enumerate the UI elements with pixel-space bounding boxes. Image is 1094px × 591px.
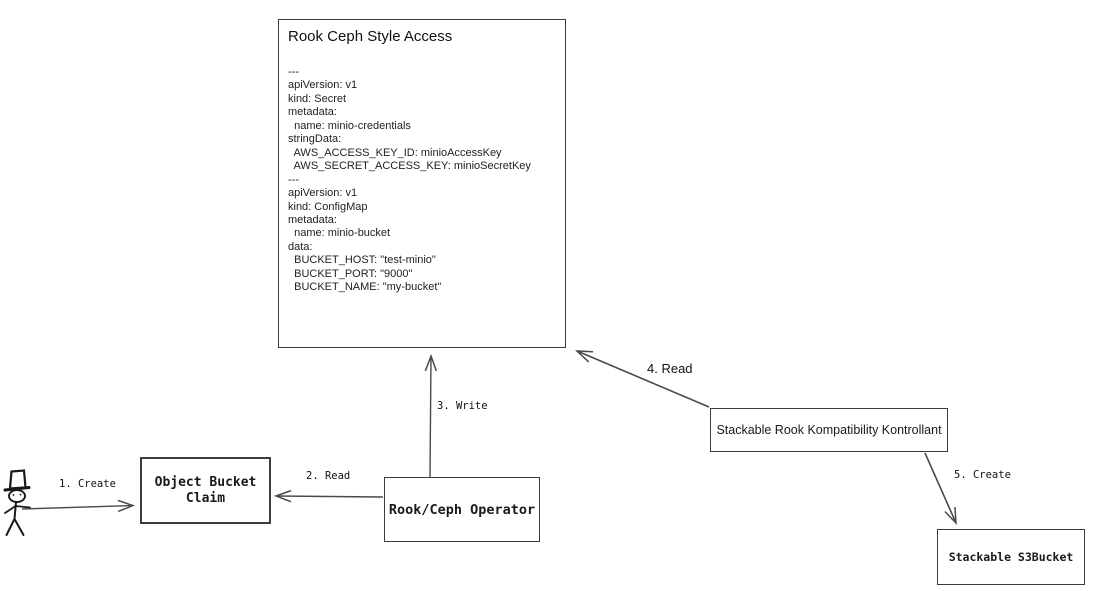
node-rook-ceph-style-access: Rook Ceph Style Access --- apiVersion: v… (278, 19, 566, 348)
edge-2-read-arrow (276, 496, 384, 497)
edge-label-3-write: 3. Write (437, 400, 488, 412)
user-stick-figure-top-hat-icon (3, 469, 31, 536)
node-stackable-rook-kompatibility-kontrollant: Stackable Rook Kompatibility Kontrollant (710, 408, 948, 452)
node-stackable-s3bucket-label: Stackable S3Bucket (948, 550, 1074, 564)
edge-4-read-arrow (577, 351, 710, 408)
edge-label-5-create: 5. Create (954, 469, 1011, 481)
edge-1-create-arrow (21, 506, 133, 510)
node-stackable-s3bucket: Stackable S3Bucket (937, 529, 1085, 585)
node-object-bucket-claim-label: Object Bucket Claim (154, 474, 257, 506)
edge-label-1-create: 1. Create (59, 478, 116, 490)
node-rook-ceph-style-access-title: Rook Ceph Style Access (288, 28, 453, 45)
edge-label-4-read: 4. Read (647, 361, 693, 376)
node-stackable-rook-kompatibility-kontrollant-label: Stackable Rook Kompatibility Kontrollant (716, 423, 942, 437)
node-object-bucket-claim: Object Bucket Claim (140, 457, 271, 524)
edge-label-2-read: 2. Read (306, 470, 351, 482)
node-rook-ceph-operator: Rook/Ceph Operator (384, 477, 540, 542)
node-rook-ceph-operator-label: Rook/Ceph Operator (388, 501, 536, 518)
edge-5-create-arrow (924, 452, 956, 523)
edge-3-write-arrow (430, 356, 431, 478)
yaml-manifest-text: --- apiVersion: v1 kind: Secret metadata… (288, 66, 531, 294)
